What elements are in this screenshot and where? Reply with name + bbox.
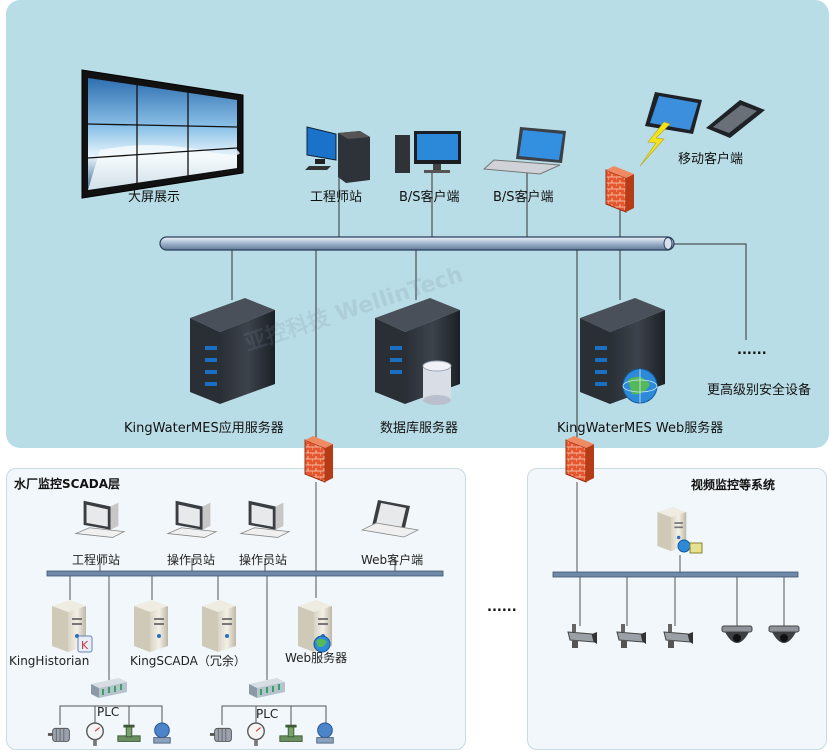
motor-2-icon	[209, 727, 232, 742]
operator-station-2-icon	[240, 500, 290, 538]
bs-client-1-label: B/S客户端	[399, 190, 460, 205]
plc-1-icon	[90, 677, 128, 699]
operator-station-1-label: 操作员站	[167, 553, 216, 567]
wireless-lightning-icon	[639, 121, 671, 167]
scada-layer-title: 水厂监控SCADA层	[14, 477, 120, 491]
top-connection-lines	[231, 170, 747, 440]
plc-2-label: PLC	[256, 707, 279, 721]
kingscada-server-1-icon	[134, 600, 168, 652]
plc-1-label: PLC	[97, 705, 120, 719]
video-server-badge-icon	[677, 539, 703, 554]
operator-station-2-label: 操作员站	[239, 553, 288, 567]
web-client-laptop-icon	[360, 500, 420, 538]
phone-icon	[706, 100, 765, 138]
bs-client-2-label: B/S客户端	[493, 190, 554, 205]
flowmeter-2-icon	[316, 722, 334, 744]
plc-2-icon	[248, 677, 286, 699]
pressure-gauge-2-icon	[247, 722, 265, 747]
mobile-client-label: 移动客户端	[678, 152, 744, 167]
operator-station-1-icon	[167, 500, 217, 538]
bs-client-laptop-icon	[482, 127, 566, 175]
video-system-title: 视频监控等系统	[691, 478, 776, 492]
higher-security-label: 更高级别安全设备	[707, 383, 812, 398]
tablet-icon	[645, 92, 702, 134]
historian-badge-icon: K	[77, 635, 93, 653]
db-server-label: 数据库服务器	[380, 421, 459, 436]
kinghistorian-label: KingHistorian	[9, 654, 90, 668]
dome-camera-2-icon	[768, 625, 800, 644]
scada-web-server-label: Web服务器	[285, 651, 348, 665]
valve-1-icon	[117, 724, 141, 742]
web-server-icon	[580, 298, 665, 404]
scada-connection-lines	[59, 482, 396, 725]
backbone-bus	[159, 236, 675, 251]
scada-engineer-station-icon	[75, 500, 125, 538]
kingscada-label: KingSCADA（冗余）	[130, 654, 246, 668]
video-connection-lines	[576, 482, 785, 626]
mobile-firewall-icon	[605, 166, 634, 213]
video-wall-icon	[81, 69, 244, 199]
engineer-workstation-icon	[305, 126, 370, 183]
bullet-camera-3-icon	[663, 624, 694, 649]
app-server-label: KingWaterMES应用服务器	[124, 421, 284, 436]
valve-2-icon	[279, 724, 303, 742]
kingscada-server-2-icon	[202, 600, 236, 652]
bs-client-desktop-icon	[395, 131, 461, 173]
scada-engineer-station-label: 工程师站	[72, 553, 121, 567]
video-bus	[552, 571, 799, 578]
engineer-station-label: 工程师站	[310, 190, 363, 205]
web-server-label: KingWaterMES Web服务器	[557, 421, 724, 436]
svg-text:K: K	[81, 639, 89, 652]
dome-camera-1-icon	[721, 625, 753, 644]
motor-1-icon	[47, 727, 70, 742]
video-firewall-icon	[565, 436, 594, 483]
app-server-icon	[190, 298, 275, 404]
database-server-icon	[375, 298, 460, 405]
web-client-label: Web客户端	[361, 553, 424, 567]
big-screen-label: 大屏展示	[128, 190, 181, 205]
web-globe-icon	[313, 635, 331, 653]
bullet-camera-1-icon	[567, 624, 598, 649]
pressure-gauge-1-icon	[86, 722, 104, 747]
bullet-camera-2-icon	[616, 624, 647, 649]
top-ellipsis: ......	[737, 343, 767, 358]
scada-bus	[46, 570, 444, 577]
flowmeter-1-icon	[153, 722, 171, 744]
scada-firewall-icon	[304, 436, 333, 483]
middle-ellipsis: ......	[487, 600, 517, 615]
